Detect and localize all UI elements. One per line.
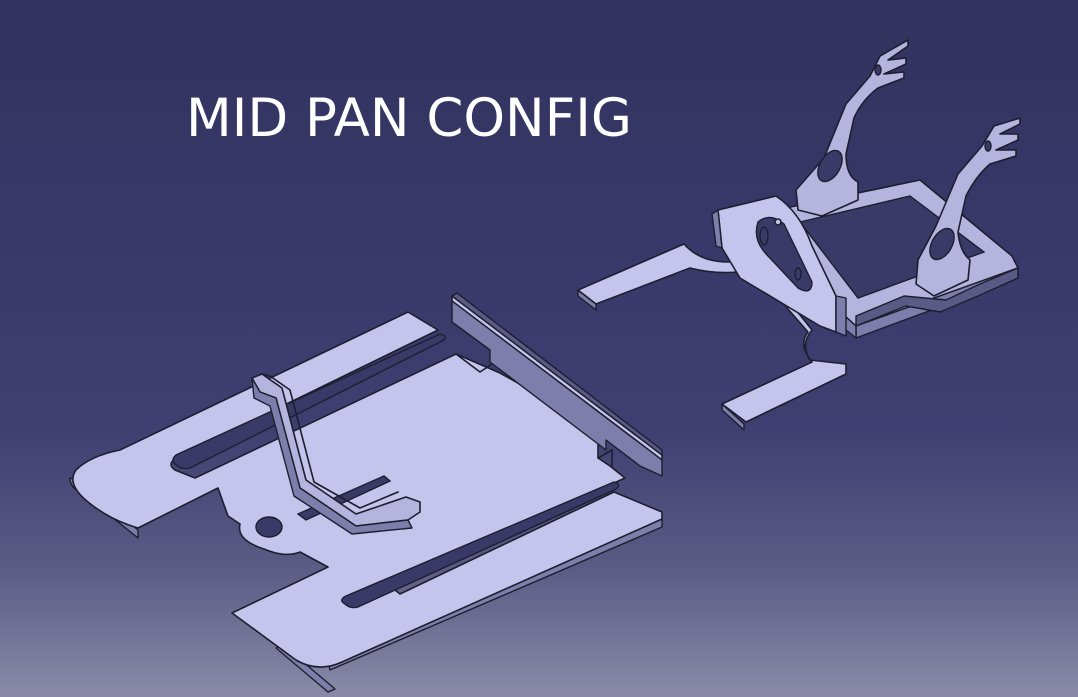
- z-bracket[interactable]: [251, 373, 421, 535]
- scene-title: MID PAN CONFIG: [186, 88, 632, 149]
- mid-pan-plate[interactable]: [69, 311, 663, 693]
- upper-chassis-assembly[interactable]: [577, 39, 1021, 431]
- side-rail[interactable]: [451, 292, 663, 477]
